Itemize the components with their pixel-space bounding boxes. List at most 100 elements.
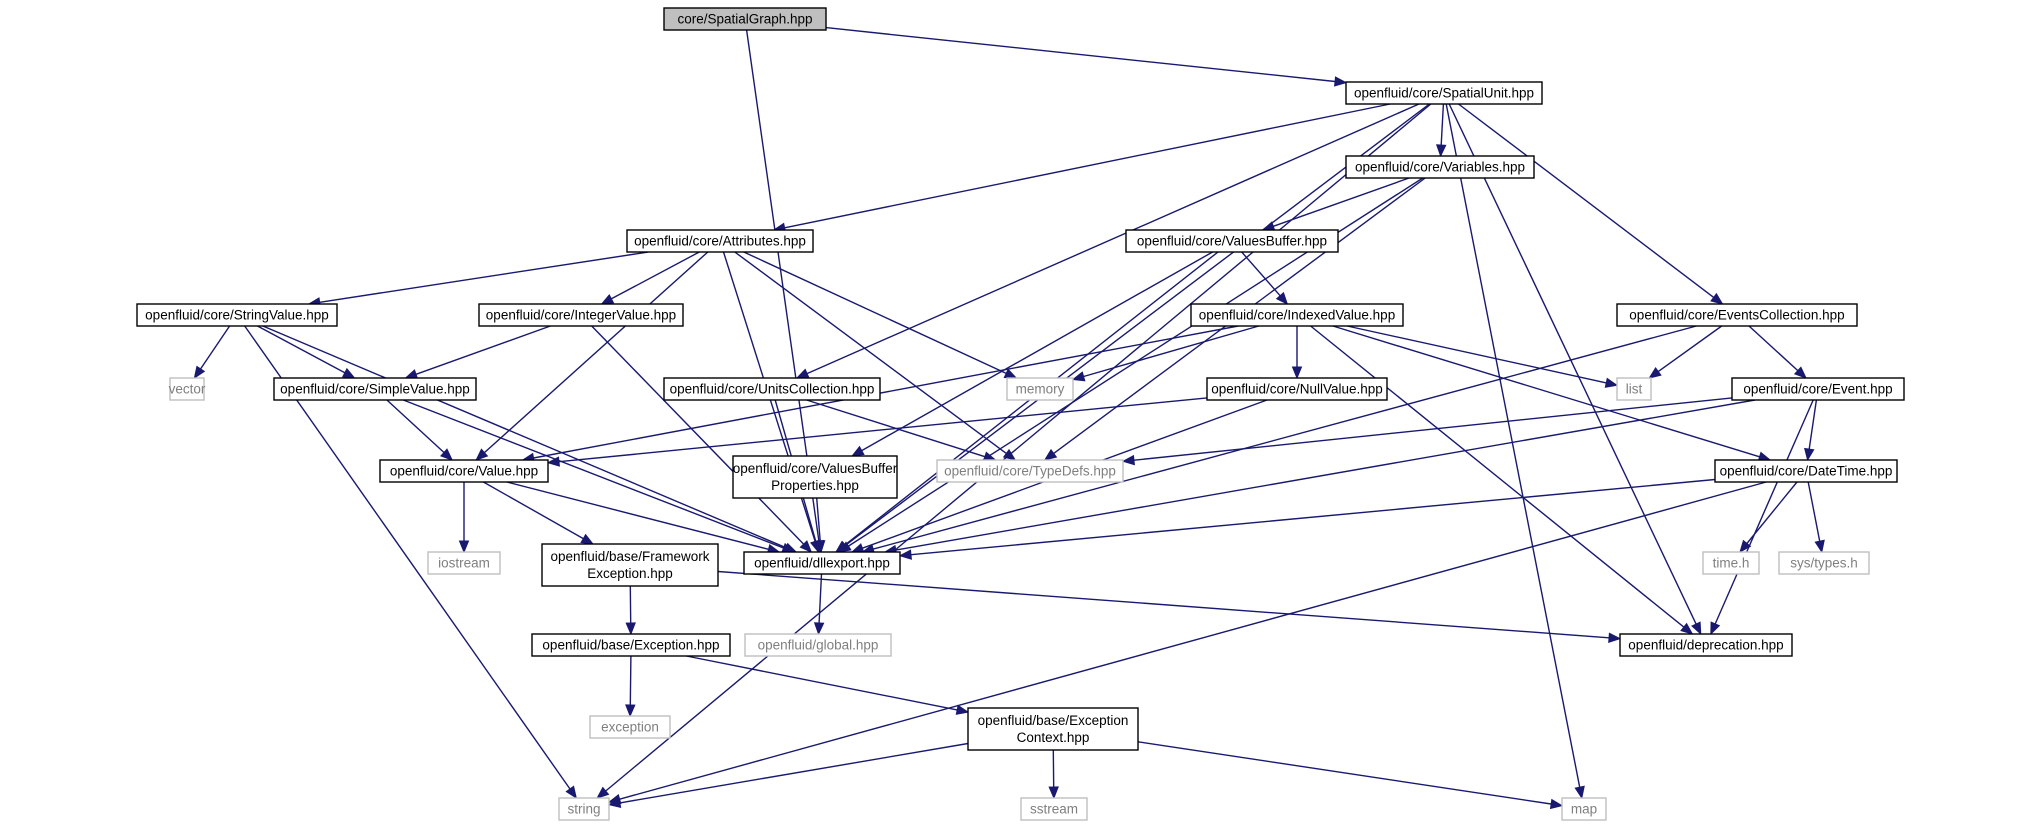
edge-arrowhead [898,549,912,560]
node-label: openfluid/dllexport.hpp [754,556,890,571]
edge-line [825,26,1336,83]
edge-arrowhead [458,540,470,554]
edge-line [818,573,823,624]
node-box [1006,377,1074,401]
node-label: openfluid/core/ValuesBuffer.hpp [1137,234,1327,249]
node-label: Exception.hpp [587,566,673,581]
node-box [1731,377,1905,401]
edge-arrowhead [1691,621,1702,636]
edge-line [1137,741,1552,805]
node-spatialgraph[interactable]: core/SpatialGraph.hpp [663,7,827,31]
edge-spatialgraph-to-spatialunit [825,26,1348,87]
edge-arrowhead [1071,371,1086,382]
node-label: openfluid/core/NullValue.hpp [1211,382,1383,397]
node-box [626,229,814,253]
node-indexedvalue[interactable]: openfluid/core/IndexedValue.hpp [1190,303,1404,327]
node-variables[interactable]: openfluid/core/Variables.hpp [1345,155,1535,179]
edge-line [591,325,805,545]
node-timeh: time.h [1702,551,1760,575]
edge-exccontext-to-string [607,742,969,808]
edge-value-to-frameworkexc [483,481,595,545]
edge-arrowhead [475,448,489,461]
node-box [379,459,549,483]
node-value[interactable]: openfluid/core/Value.hpp [379,459,549,483]
edge-line [1448,103,1697,625]
node-datetime[interactable]: openfluid/core/DateTime.hpp [1714,459,1898,483]
edge-line [1746,481,1798,544]
node-box [427,551,501,575]
edge-arrowhead [955,704,970,715]
edge-datetime-to-systypes [1807,481,1825,554]
edge-line [619,481,1767,800]
node-label: openfluid/core/Attributes.hpp [634,234,806,249]
node-global: openfluid/global.hpp [744,633,892,657]
node-box [558,797,610,821]
edge-arrowhead [1804,447,1815,462]
node-box [1345,155,1535,179]
node-string: string [558,797,610,821]
edge-arrowhead [1043,448,1058,461]
edge-line [1332,325,1760,458]
node-event[interactable]: openfluid/core/Event.hpp [1731,377,1905,401]
edge-arrowhead [341,367,356,379]
edge-line [1241,251,1281,297]
node-attributes[interactable]: openfluid/core/Attributes.hpp [626,229,814,253]
node-memory: memory [1006,377,1074,401]
node-unitscollection[interactable]: openfluid/core/UnitsCollection.hpp [663,377,881,401]
edge-stringvalue-to-simplevalue [257,325,356,379]
edge-attributes-to-typedefs [734,251,1017,461]
node-stdexception: exception [589,715,671,739]
node-valuesbuffer[interactable]: openfluid/core/ValuesBuffer.hpp [1125,229,1339,253]
node-label: iostream [438,556,490,571]
node-label: openfluid/core/IntegerValue.hpp [486,308,676,323]
node-stringvalue[interactable]: openfluid/core/StringValue.hpp [136,303,338,327]
node-iostream: iostream [427,551,501,575]
node-deprecation[interactable]: openfluid/deprecation.hpp [1619,633,1793,657]
node-label: sstream [1030,802,1078,817]
edge-spatialunit-to-eventscollection [1458,103,1724,305]
edge-line [1657,325,1723,373]
edge-spatialunit-to-map [1445,103,1585,800]
node-label: sys/types.h [1790,556,1858,571]
edge-stringvalue-to-string [244,325,578,800]
edge-event-to-deprecation [1710,399,1814,636]
edge-arrowhead [799,540,813,553]
edge-arrowhead [1002,448,1017,461]
node-box [1561,797,1607,821]
node-label: time.h [1713,556,1750,571]
edge-line [861,251,1213,452]
edge-unitscollection-to-typedefs [806,399,997,462]
edge-line [1346,325,1607,384]
node-simplevalue[interactable]: openfluid/core/SimpleValue.hpp [273,377,477,401]
edge-exception-to-stdexception [625,655,636,718]
node-vbprops[interactable]: openfluid/core/ValuesBufferProperties.hp… [732,455,898,499]
edge-arrowhead [1048,786,1059,800]
edge-event-to-datetime [1804,399,1818,462]
edge-arrowhead [850,445,865,457]
edge-arrowhead [193,365,206,380]
edge-indexedvalue-to-list [1346,325,1619,388]
edge-arrowhead [607,797,622,808]
node-box [732,455,898,499]
node-label: openfluid/core/DateTime.hpp [1720,464,1893,479]
edge-attributes-to-integervalue [600,251,700,305]
node-spatialunit[interactable]: openfluid/core/SpatialUnit.hpp [1345,81,1543,105]
node-exception[interactable]: openfluid/base/Exception.hpp [531,633,731,657]
node-box [273,377,477,401]
node-integervalue[interactable]: openfluid/core/IntegerValue.hpp [478,303,684,327]
edge-stringvalue-to-dllexport [262,325,798,553]
edge-line [262,325,787,549]
graph-nodes: core/SpatialGraph.hpp openfluid/core/Spat… [136,7,1905,821]
node-dllexport[interactable]: openfluid/dllexport.hpp [743,551,901,575]
node-box [1619,633,1793,657]
node-label: openfluid/base/Framework [550,549,709,564]
node-label: openfluid/deprecation.hpp [1628,638,1783,653]
node-eventscollection[interactable]: openfluid/core/EventsCollection.hpp [1616,303,1858,327]
edge-line [257,325,346,374]
node-sstream: sstream [1020,797,1088,821]
node-label: memory [1016,382,1065,397]
edge-line [1133,397,1733,461]
node-nullvalue[interactable]: openfluid/core/NullValue.hpp [1206,377,1388,401]
